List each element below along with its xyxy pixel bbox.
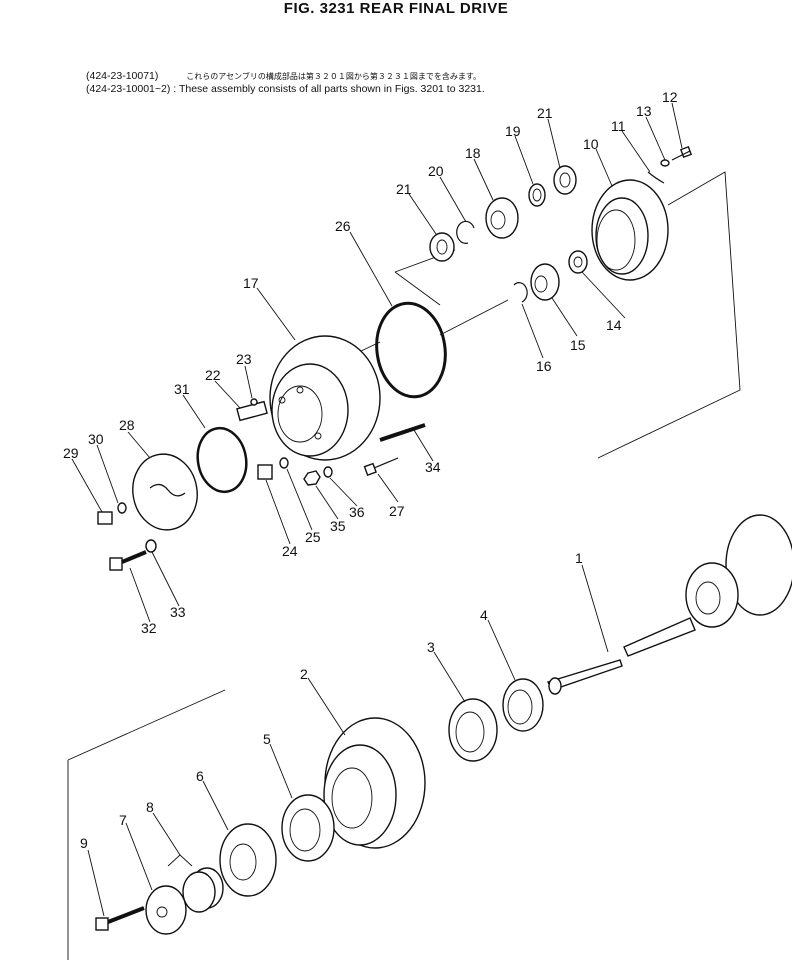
callout-18: 18 [465,145,481,161]
callout-3: 3 [427,639,435,655]
assembly-note-en-code: (424-23-10001~2) : [86,83,177,95]
axle-housing-hub [685,514,792,628]
part-12-bolt [671,145,693,161]
part-35-nut [303,470,321,486]
callout-34: 34 [425,459,441,475]
part-22-shaft-pin [236,400,268,422]
callout-7: 7 [119,812,127,828]
callout-13: 13 [636,103,652,119]
part-21-bearing-lower [429,232,455,262]
callout-1: 1 [575,550,583,566]
callout-8: 8 [146,799,154,815]
part-26-o-ring [375,301,447,399]
callout-26: 26 [335,218,351,234]
callout-21-lower: 21 [396,181,412,197]
part-8-shims [167,854,224,913]
assembly-note-en: (424-23-10001~2) : These assembly consis… [86,83,485,95]
figure-title: FIG. 3231 REAR FINAL DRIVE [283,0,509,17]
callout-10: 10 [583,136,599,152]
part-3-bearing [448,698,498,762]
part-28-cover [132,453,198,531]
part-36-washer [323,466,333,478]
callout-24: 24 [282,543,298,559]
part-16-snap-ring [513,282,528,303]
part-18-pinion-gear [485,197,519,239]
callout-labels: 1 2 3 4 5 6 7 8 9 10 11 12 13 14 15 16 1… [63,89,678,851]
part-2-wheel-hub [323,717,426,849]
callout-28: 28 [119,417,135,433]
part-15-sun-gear [530,263,560,301]
assembly-note-jp-text: これらのアセンブリの構成部品は第３２０１図から第３２３１図までを含みます。 [186,72,482,81]
part-10-ring-gear [591,179,669,281]
assembly-note-jp: (424-23-10071) これらのアセンブリの構成部品は第３２０１図から第３… [86,70,481,82]
callout-4: 4 [480,607,488,623]
part-9-bolt [95,906,145,931]
part-13-washer [660,159,670,167]
callout-36: 36 [349,504,365,520]
callout-22: 22 [205,367,221,383]
callout-35: 35 [330,518,346,534]
part-34-stud [379,423,426,442]
callout-30: 30 [88,431,104,447]
part-24-plug [257,464,273,480]
part-1-axle-shaft [547,617,696,695]
part-5-bearing [281,794,335,862]
callout-5: 5 [263,731,271,747]
callout-16: 16 [536,358,552,374]
callout-11: 11 [611,118,626,134]
part-17-carrier-housing [269,335,381,461]
callout-25: 25 [305,529,321,545]
part-11-pin [647,171,665,184]
assembly-frame-line-top [597,171,741,459]
cover-emblem [149,483,186,497]
assembly-note-jp-code: (424-23-10071) [86,70,159,82]
part-29-plug [97,511,113,525]
part-19-spacer [528,183,546,207]
callout-17: 17 [243,275,259,291]
callout-23: 23 [236,351,252,367]
part-7-retainer-plate [145,885,187,935]
assembly-note-en-text: These assembly consists of all parts sho… [178,83,485,95]
callout-29: 29 [63,445,79,461]
part-21-bearing-upper [553,165,577,195]
callout-15: 15 [570,337,586,353]
callout-27: 27 [389,503,405,519]
part-20-snap-ring [456,220,475,244]
axis-line-2 [439,299,509,336]
part-4-seal-ring [502,678,544,732]
callout-32: 32 [141,620,157,636]
leader-lines [71,102,683,917]
part-32-bolt [109,550,147,571]
callout-19: 19 [505,123,521,139]
callout-20: 20 [428,163,444,179]
part-31-o-ring [196,426,248,494]
callout-14: 14 [606,317,622,333]
part-33-washer [145,539,157,553]
callout-2: 2 [300,666,308,682]
part-6-gear [219,823,277,897]
callout-12: 12 [662,89,678,105]
callout-21-upper: 21 [537,105,553,121]
part-30-washer [117,502,127,514]
part-25-washer [279,457,289,469]
part-14-bushing [568,250,588,274]
callout-6: 6 [196,768,204,784]
callout-31: 31 [174,381,190,397]
assembly-frame-line-bottom [67,689,226,960]
part-27-bolt [363,457,399,477]
part-23-ball [250,398,258,406]
callout-9: 9 [80,835,88,851]
callout-33: 33 [170,604,186,620]
